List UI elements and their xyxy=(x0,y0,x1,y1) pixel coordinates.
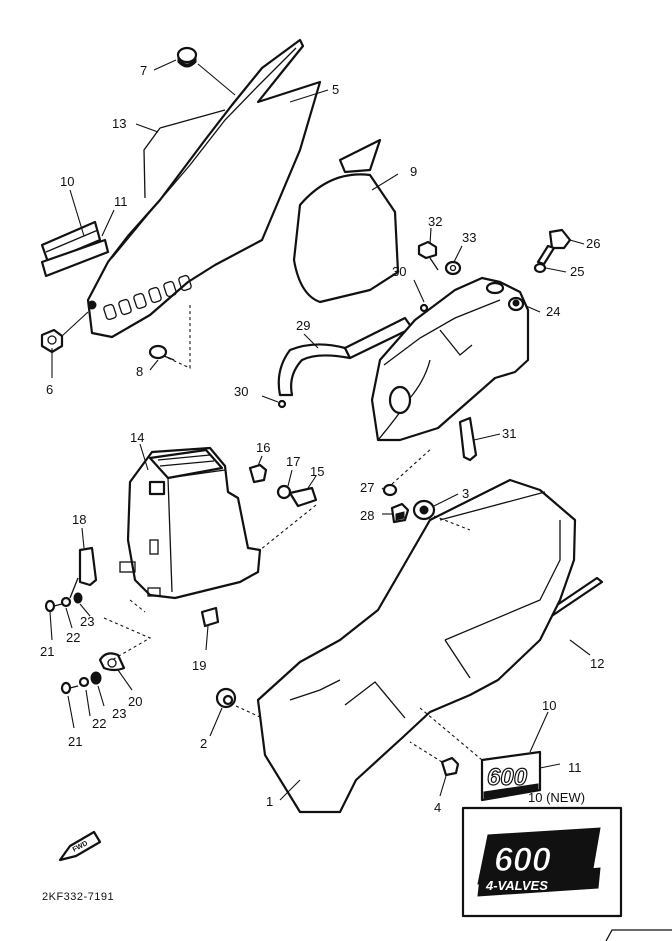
callout-14: 14 xyxy=(130,430,144,445)
callout-21-lower: 21 xyxy=(68,734,82,749)
tank-24 xyxy=(370,276,530,442)
callout-18: 18 xyxy=(72,512,86,527)
callout-28: 28 xyxy=(360,508,374,523)
cap-26 xyxy=(536,228,572,266)
bolt-32 xyxy=(417,240,439,271)
nut-19 xyxy=(200,606,220,628)
callout-11-right: 11 xyxy=(568,760,582,775)
callout-20: 20 xyxy=(128,694,142,709)
emblem-subtitle: 4-VALVES xyxy=(485,878,548,893)
callout-15: 15 xyxy=(310,464,324,479)
callout-7: 7 xyxy=(140,63,147,78)
grommet-2 xyxy=(215,687,237,709)
callout-1: 1 xyxy=(266,794,273,809)
callout-labels: 7 5 13 10 11 9 6 8 29 30 30 32 33 26 25 … xyxy=(40,63,604,815)
screw-21-lower xyxy=(60,681,79,695)
new-variant-label: 10 (NEW) xyxy=(528,790,585,805)
washer-22-lower xyxy=(78,676,90,688)
bolt-28 xyxy=(390,502,410,524)
bracket-18 xyxy=(69,546,98,599)
callout-10-left: 10 xyxy=(60,174,74,189)
callout-31: 31 xyxy=(502,426,516,441)
pipe-31 xyxy=(458,416,478,462)
callout-9: 9 xyxy=(410,164,417,179)
bolt-8 xyxy=(148,344,175,361)
callout-32: 32 xyxy=(428,214,442,229)
callout-24: 24 xyxy=(546,304,560,319)
callout-22-upper: 22 xyxy=(66,630,80,645)
part-code: 2KF332-7191 xyxy=(42,891,114,903)
bolt-16 xyxy=(248,463,268,484)
callout-13: 13 xyxy=(112,116,126,131)
emblem-left xyxy=(40,220,110,278)
clip-30-upper xyxy=(419,303,429,313)
callout-23-lower: 23 xyxy=(112,706,126,721)
washer-25 xyxy=(533,262,547,274)
callout-30-lower: 30 xyxy=(234,384,248,399)
leader-lines xyxy=(49,59,591,801)
callout-6: 6 xyxy=(46,382,53,397)
grommet-7 xyxy=(176,46,198,68)
callout-33: 33 xyxy=(462,230,476,245)
callout-23-upper: 23 xyxy=(80,614,94,629)
bolt-4 xyxy=(440,756,460,777)
washer-27 xyxy=(382,483,398,497)
callout-16: 16 xyxy=(256,440,270,455)
battery-box-14 xyxy=(119,446,262,600)
callout-30-upper: 30 xyxy=(392,264,406,279)
emblem-right: 600 xyxy=(480,750,542,802)
nut-6 xyxy=(40,328,64,354)
callout-2: 2 xyxy=(200,736,207,751)
washer-33 xyxy=(444,260,462,276)
clip-30-lower xyxy=(277,399,287,409)
spacer-15 xyxy=(288,486,318,508)
washer-23-upper xyxy=(73,592,83,604)
grommet-3 xyxy=(412,499,436,521)
new-emblem-box: 600 4-VALVES xyxy=(461,806,623,918)
callout-5: 5 xyxy=(332,82,339,97)
callout-4: 4 xyxy=(434,800,441,815)
washer-22-upper xyxy=(60,596,72,608)
clamp-20 xyxy=(98,652,126,672)
callout-12: 12 xyxy=(590,656,604,671)
side-cover-left xyxy=(86,38,322,339)
front-arrow-icon: FWD xyxy=(58,830,102,862)
screw-21-upper xyxy=(44,599,63,613)
hose-29 xyxy=(277,316,414,397)
collar-17 xyxy=(276,484,292,500)
callout-3: 3 xyxy=(462,486,469,501)
callout-19: 19 xyxy=(192,658,206,673)
callout-26: 26 xyxy=(586,236,600,251)
callout-8: 8 xyxy=(136,364,143,379)
washer-23-lower xyxy=(90,671,102,685)
callout-25: 25 xyxy=(570,264,584,279)
cover-slots xyxy=(103,274,192,321)
callout-10-right: 10 xyxy=(542,698,556,713)
callout-17: 17 xyxy=(286,454,300,469)
callout-22-lower: 22 xyxy=(92,716,106,731)
pad-9 xyxy=(292,138,400,304)
callout-27: 27 xyxy=(360,480,374,495)
callout-11-left: 11 xyxy=(114,194,128,209)
side-cover-right xyxy=(256,478,577,814)
callout-29: 29 xyxy=(296,318,310,333)
callout-21-upper: 21 xyxy=(40,644,54,659)
corner-mark xyxy=(605,929,672,941)
